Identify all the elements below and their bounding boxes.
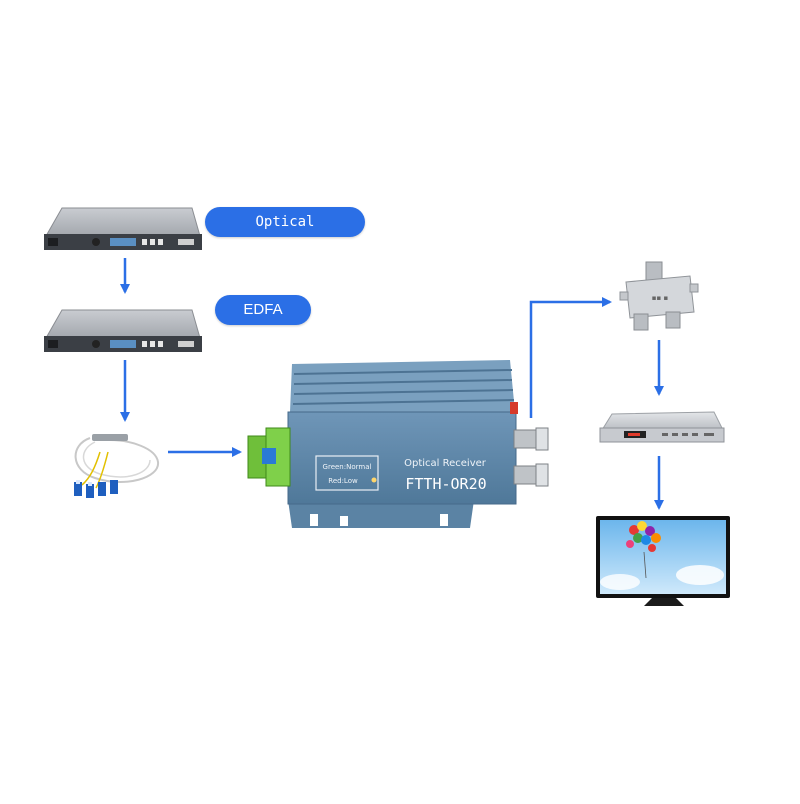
receiver-model: FTTH-OR20 bbox=[405, 475, 486, 493]
status-led-icon bbox=[371, 477, 377, 483]
balloons-icon bbox=[626, 521, 661, 579]
edfa-label: EDFA bbox=[215, 295, 311, 325]
led-legend-normal: Green:Normal bbox=[323, 463, 372, 471]
receiver-title: Optical Receiver bbox=[404, 458, 487, 469]
set-top-box-device bbox=[599, 411, 725, 443]
fiber-connector-icon bbox=[262, 448, 276, 464]
edfa-device bbox=[44, 309, 202, 352]
television-device bbox=[596, 516, 730, 606]
svg-text:▪▪ ▪: ▪▪ ▪ bbox=[652, 294, 669, 302]
optical-receiver-device: Green:Normal Red:Low Optical Receiver FT… bbox=[247, 360, 549, 528]
optical-transmitter-label: Optical Transmitter bbox=[205, 207, 365, 260]
arrow-receiver-to-rf-splitter bbox=[529, 297, 612, 418]
rf-splitter-device: ▪▪ ▪ bbox=[619, 261, 699, 331]
fiber-splitter-device bbox=[74, 434, 160, 498]
flow-arrows bbox=[120, 258, 664, 510]
led-legend-low: Red:Low bbox=[328, 477, 358, 485]
optical-transmitter-device bbox=[44, 207, 202, 250]
